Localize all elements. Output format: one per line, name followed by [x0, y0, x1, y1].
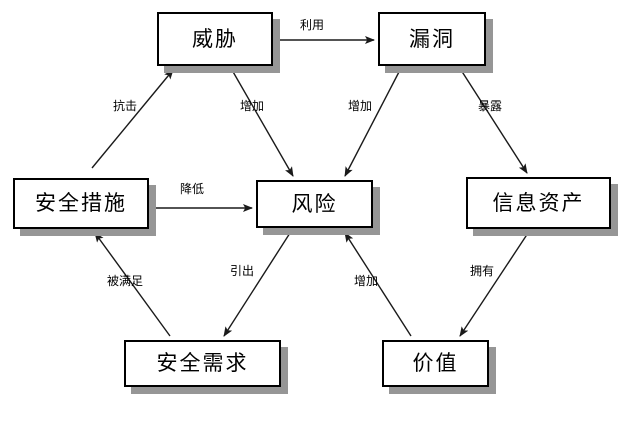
edge-label-safeguard-resists-threat: 抗击: [113, 99, 138, 113]
edge-label-threat-increases-risk: 增加: [240, 99, 265, 113]
edge-label-requirement-satisfies-safeguard: 被满足: [107, 274, 144, 288]
edge-label-safeguard-reduces-risk: 降低: [180, 182, 205, 196]
node-threat[interactable]: 威胁: [157, 12, 273, 66]
edge-vulnerability-exposes-asset: [460, 69, 528, 174]
edge-safeguard-resists-threat: [91, 69, 174, 169]
node-vulnerability[interactable]: 漏洞: [378, 12, 486, 66]
node-requirement[interactable]: 安全需求: [124, 340, 281, 387]
edge-label-vulnerability-increases-risk: 增加: [348, 99, 373, 113]
edge-label-threat-exploits-vulnerability: 利用: [300, 18, 325, 32]
node-value[interactable]: 价值: [382, 340, 489, 387]
edge-label-vulnerability-exposes-asset: 暴露: [478, 99, 503, 113]
node-label-value: 价值: [412, 351, 459, 375]
edge-label-risk-elicits-requirement: 引出: [230, 264, 255, 278]
node-label-requirement: 安全需求: [156, 351, 249, 375]
edge-requirement-satisfies-safeguard: [94, 232, 171, 337]
edge-vulnerability-increases-risk: [344, 69, 401, 177]
edge-value-increases-risk: [344, 232, 412, 337]
node-risk[interactable]: 风险: [256, 180, 373, 228]
node-safeguard[interactable]: 安全措施: [13, 178, 149, 229]
node-asset[interactable]: 信息资产: [466, 177, 611, 229]
edge-asset-owns-value: [459, 232, 529, 337]
edge-label-asset-owns-value: 拥有: [470, 264, 495, 278]
edge-threat-increases-risk: [231, 69, 294, 177]
node-label-risk: 风险: [291, 191, 338, 216]
node-label-asset: 信息资产: [492, 190, 585, 215]
node-label-safeguard: 安全措施: [35, 191, 127, 215]
node-label-threat: 威胁: [192, 26, 238, 51]
edge-label-value-increases-risk: 增加: [354, 274, 379, 288]
edge-risk-elicits-requirement: [223, 232, 291, 337]
node-label-vulnerability: 漏洞: [409, 26, 455, 51]
